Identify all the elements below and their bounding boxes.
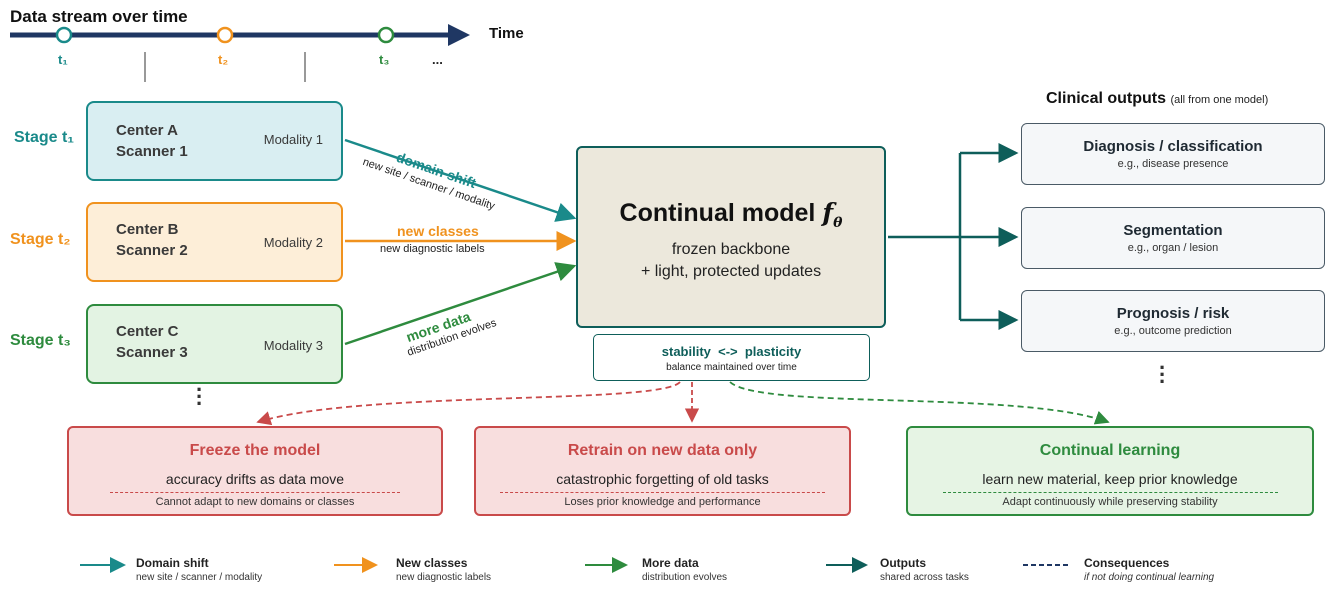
outputs-header: Clinical outputs (all from one model) [1046,90,1268,108]
scanner-name: Scanner 1 [116,143,188,160]
cons-sub: Adapt continuously while preserving stab… [1002,496,1218,508]
output-sub: e.g., organ / lesion [1127,242,1219,254]
more-outputs-ellipsis: ··· [1159,355,1167,394]
legend-item-more-data: More data distribution evolves [642,556,727,583]
model-line-1: frozen backbone [671,241,791,258]
cons-sub: Cannot adapt to new domains or classes [155,496,355,508]
center-box-c: Center C Scanner 3 Modality 3 [86,304,343,384]
legend-item-outputs: Outputs shared across tasks [880,556,969,583]
continual-learning-box: Continual learning learn new material, k… [906,426,1314,516]
center-box-b: Center B Scanner 2 Modality 2 [86,202,343,282]
legend-title: Consequences [1084,556,1170,570]
cons-divider [500,492,825,493]
stability-plasticity-box: stability <-> plasticity balance maintai… [593,334,870,381]
tick-t2: t₂ [218,52,229,67]
legend-sub: new site / scanner / modality [136,572,263,583]
timeline-node-t3 [377,26,395,44]
legend-title: Domain shift [136,556,209,570]
more-data-arrow [344,262,577,346]
modality-label: Modality 3 [263,338,323,353]
legend-item-consequences: Consequences if not doing continual lear… [1084,556,1214,583]
scanner-name: Scanner 3 [116,344,188,361]
modality-label: Modality 2 [263,235,323,250]
timeline-node-t1 [55,26,73,44]
center-name: Center B [116,221,179,238]
cons-title: Retrain on new data only [567,442,758,459]
center-box-a: Center A Scanner 1 Modality 1 [86,101,343,181]
stage-label-t3: Stage t₃ [10,332,71,349]
outputs-header-title: Clinical outputs [1046,90,1166,107]
timeline-title: Data stream over time [10,7,188,26]
output-sub: e.g., outcome prediction [1114,325,1232,337]
cons-title: Continual learning [1039,442,1181,459]
more-stages-ellipsis: ··· [196,377,204,416]
output-sub: e.g., disease presence [1117,158,1229,170]
new-classes-title: new classes [397,223,479,239]
legend-sub: if not doing continual learning [1084,572,1215,583]
center-name: Center C [116,323,179,340]
tick-more: ... [432,52,443,67]
balance-title: stability <-> plasticity [661,344,802,359]
output-title: Segmentation [1123,222,1223,239]
model-line-2: + light, protected updates [640,263,822,280]
output-title: Diagnosis / classification [1083,138,1263,155]
legend-sub: distribution evolves [642,572,728,583]
output-box-prognosis: Prognosis / risk e.g., outcome predictio… [1021,290,1325,352]
continual-model-box: Continual model fθ frozen backbone + lig… [576,146,886,328]
freeze-model-box: Freeze the model accuracy drifts as data… [67,426,443,516]
tick-t3: t₃ [379,52,390,67]
legend-title: New classes [396,556,468,570]
retrain-new-data-box: Retrain on new data only catastrophic fo… [474,426,851,516]
output-title: Prognosis / risk [1116,305,1230,322]
new-classes-sub: new diagnostic labels [380,243,485,255]
stage-label-t2: Stage t₂ [10,231,71,248]
model-symbol: fθ [822,198,843,231]
cons-main: catastrophic forgetting of old tasks [556,471,769,487]
continual-consequence-arrow [729,381,1110,425]
cons-main: accuracy drifts as data move [165,471,345,487]
freeze-consequence-arrow [256,381,681,426]
domain-shift-arrow [344,138,577,222]
cons-divider [942,492,1278,493]
output-box-segmentation: Segmentation e.g., organ / lesion [1021,207,1325,269]
timeline-axis [10,24,470,82]
timeline-axis-label: Time [489,25,524,42]
modality-label: Modality 1 [263,132,323,147]
balance-sub: balance maintained over time [666,362,797,373]
cons-main: learn new material, keep prior knowledge [982,471,1238,487]
model-title: Continual model fθ [578,198,884,231]
tick-t1: t₁ [58,52,68,67]
legend-sub: new diagnostic labels [396,572,492,583]
timeline-node-t2 [216,26,234,44]
legend-item-domain-shift: Domain shift new site / scanner / modali… [136,556,262,583]
center-name: Center A [116,122,178,139]
outputs-header-note: (all from one model) [1170,94,1269,106]
cons-divider [110,492,400,493]
cons-sub: Loses prior knowledge and performance [564,496,761,508]
output-box-diagnosis: Diagnosis / classification e.g., disease… [1021,123,1325,185]
legend-title: Outputs [880,556,926,570]
stage-label-t1: Stage t₁ [14,129,74,146]
scanner-name: Scanner 2 [116,242,188,259]
legend-title: More data [642,556,699,570]
cons-title: Freeze the model [189,442,321,459]
model-title-text: Continual model [619,199,816,227]
legend-item-new-classes: New classes new diagnostic labels [396,556,491,583]
legend-sub: shared across tasks [880,572,969,583]
